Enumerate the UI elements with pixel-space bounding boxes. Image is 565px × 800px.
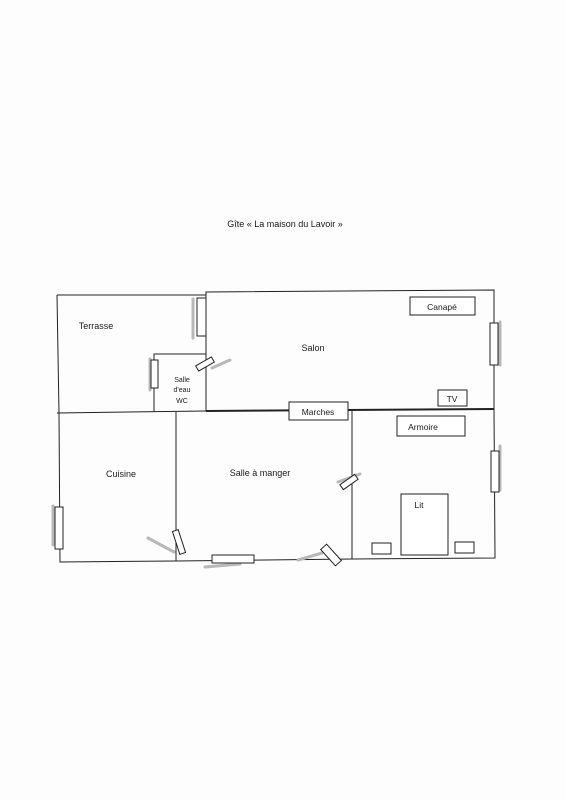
door-salle-a-manger-bottom <box>319 543 343 567</box>
window-terrasse <box>196 297 207 337</box>
marches-box <box>288 401 349 421</box>
label-tv: TV <box>447 394 458 404</box>
plan-title: Gîte « La maison du Lavoir » <box>227 219 343 229</box>
canape-box <box>409 296 476 316</box>
label-marches: Marches <box>302 407 335 417</box>
label-salle-a-manger: Salle à manger <box>230 468 291 478</box>
tv-box <box>437 389 468 407</box>
lit-box <box>400 493 449 556</box>
label-canape: Canapé <box>427 302 457 312</box>
label-salle-deau-1: Salle <box>174 377 190 384</box>
window-cuisine-left <box>54 506 64 550</box>
window-salle-deau <box>150 359 159 389</box>
wall-salon-bottom <box>205 408 495 412</box>
window-salle-a-manger-bottom <box>211 554 255 564</box>
door-cuisine <box>171 529 187 555</box>
label-salon: Salon <box>301 343 324 353</box>
wall-terrasse-bottom <box>56 410 207 414</box>
label-cuisine: Cuisine <box>106 469 136 479</box>
openings <box>54 297 500 567</box>
room-labels: Terrasse Salon Salle d'eau WC Cuisine Sa… <box>79 321 325 479</box>
door-salle-deau <box>195 356 215 372</box>
wall-salle-deau <box>153 353 206 412</box>
nightstand-left <box>371 542 392 555</box>
nightstand-right <box>454 541 475 554</box>
armoire-box <box>396 415 466 437</box>
window-chambre-right <box>490 450 500 493</box>
furniture-labels: Canapé TV Marches Armoire Lit <box>302 302 458 510</box>
window-salon-right <box>489 322 499 366</box>
furniture-boxes <box>288 296 476 556</box>
label-lit: Lit <box>415 500 425 510</box>
door-chambre <box>339 473 359 491</box>
label-salle-deau-3: WC <box>176 398 188 405</box>
label-armoire: Armoire <box>408 422 438 432</box>
label-salle-deau-2: d'eau <box>174 387 191 394</box>
label-terrasse: Terrasse <box>79 321 114 331</box>
